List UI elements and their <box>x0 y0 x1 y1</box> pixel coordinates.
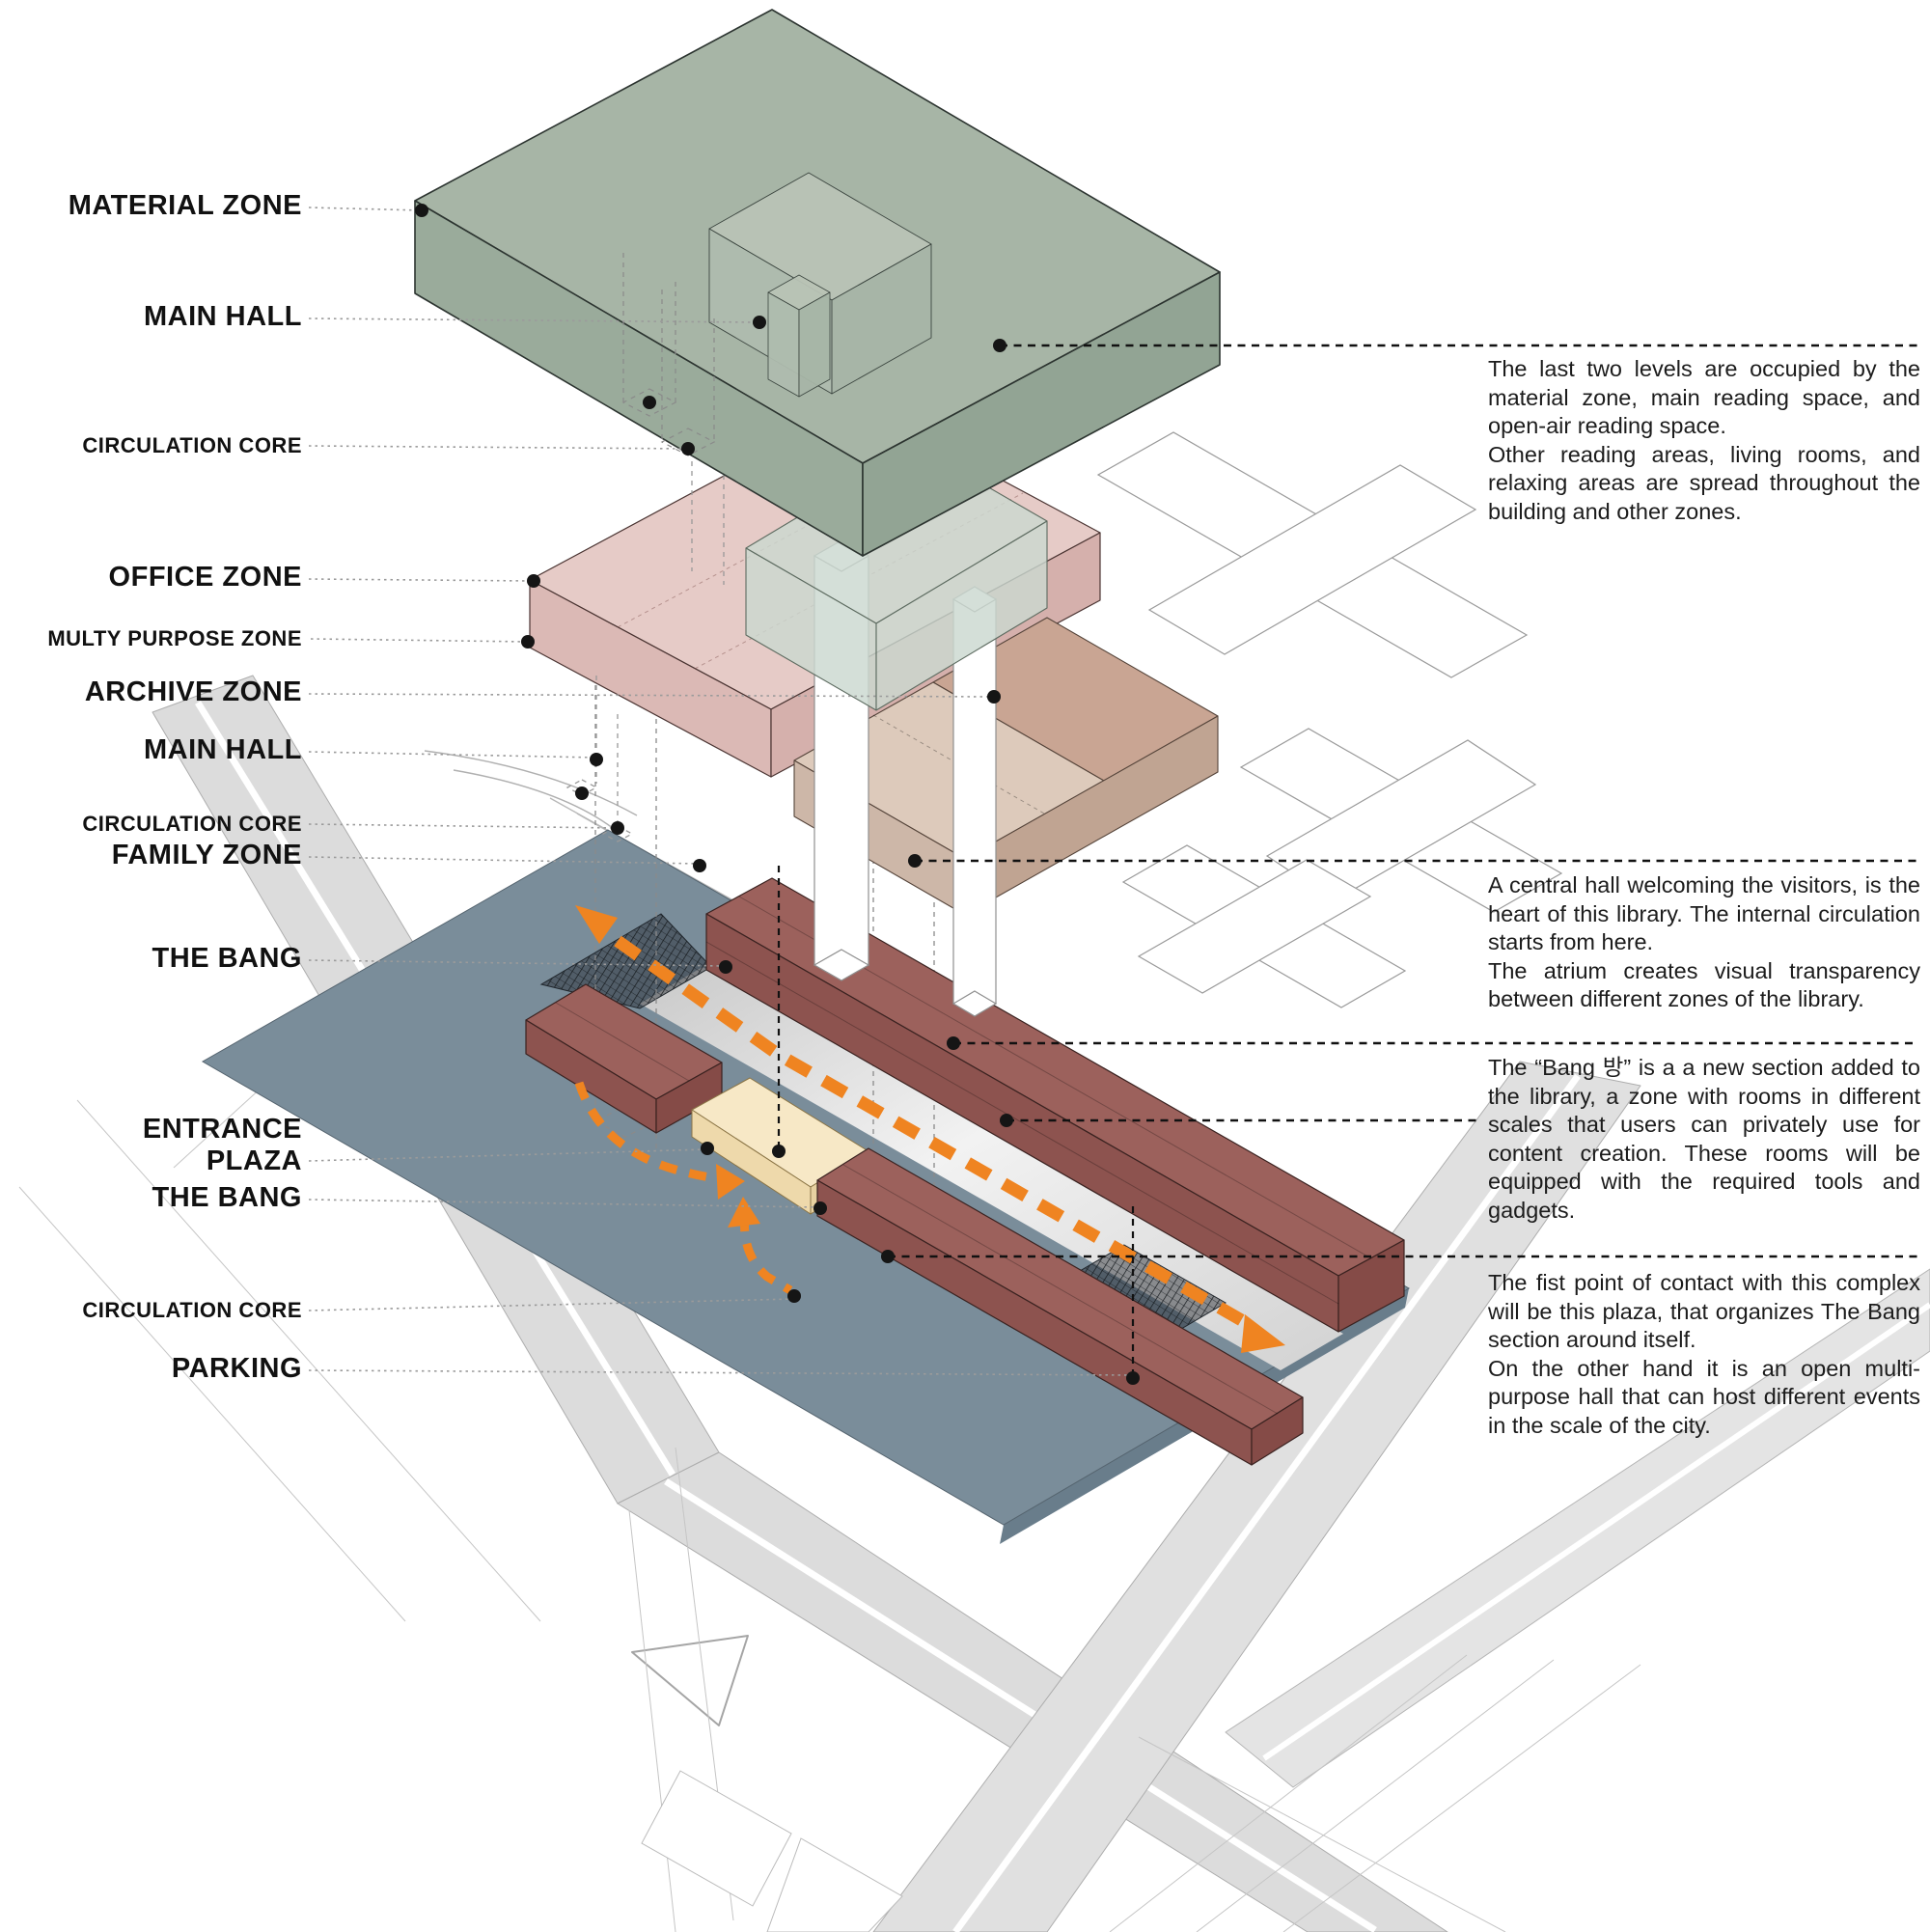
paragraph-rule-leaders <box>888 344 1918 1258</box>
arrow-down-right-icon <box>1241 1314 1285 1353</box>
label-material-zone: MATERIAL ZONE <box>68 190 302 221</box>
label-main-hall-upper: MAIN HALL <box>144 301 302 332</box>
arrow-up-left-icon <box>575 905 618 944</box>
vertical-dashed-leaders <box>777 866 1135 1373</box>
the-bang-bar-long <box>705 877 1405 1333</box>
the-bang-bar-lower <box>816 1147 1304 1466</box>
open-air-reading-volume <box>767 274 831 398</box>
arrow-right-icon <box>716 1164 745 1200</box>
label-main-hall-mid: MAIN HALL <box>144 734 302 765</box>
label-leader-lines <box>308 207 1134 1376</box>
label-archive-zone: ARCHIVE ZONE <box>84 676 302 707</box>
label-parking: PARKING <box>171 1353 302 1384</box>
label-multy-purpose-zone: MULTY PURPOSE ZONE <box>47 626 302 650</box>
label-family-zone: FAMILY ZONE <box>111 840 302 870</box>
label-the-bang-1: THE BANG <box>152 943 302 974</box>
reference-dots <box>415 204 1140 1385</box>
site-sketch-lines <box>18 1035 1641 1932</box>
note-entrance-plaza: The fist point of contact with this comp… <box>1488 1270 1920 1438</box>
note-upper-levels: The last two levels are occupied by the … <box>1488 356 1920 524</box>
context-buildings-outline <box>1096 431 1563 1008</box>
circulation-path-arrows <box>575 905 1285 1353</box>
note-the-bang: The “Bang 방” is a a new section added to… <box>1488 1055 1920 1223</box>
label-the-bang-2: THE BANG <box>152 1182 302 1213</box>
label-entrance-plaza: ENTRANCE PLAZA <box>142 1114 302 1176</box>
label-circulation-core-2: CIRCULATION CORE <box>82 812 302 836</box>
the-bang-bar-left <box>525 983 723 1134</box>
label-office-zone: OFFICE ZONE <box>108 562 302 593</box>
note-central-hall: A central hall welcoming the visitors, i… <box>1488 872 1920 1011</box>
label-circulation-core-3: CIRCULATION CORE <box>82 1298 302 1322</box>
arrow-up-icon <box>728 1197 760 1228</box>
label-circulation-core-1: CIRCULATION CORE <box>82 433 302 457</box>
site-roads <box>152 675 1930 1932</box>
